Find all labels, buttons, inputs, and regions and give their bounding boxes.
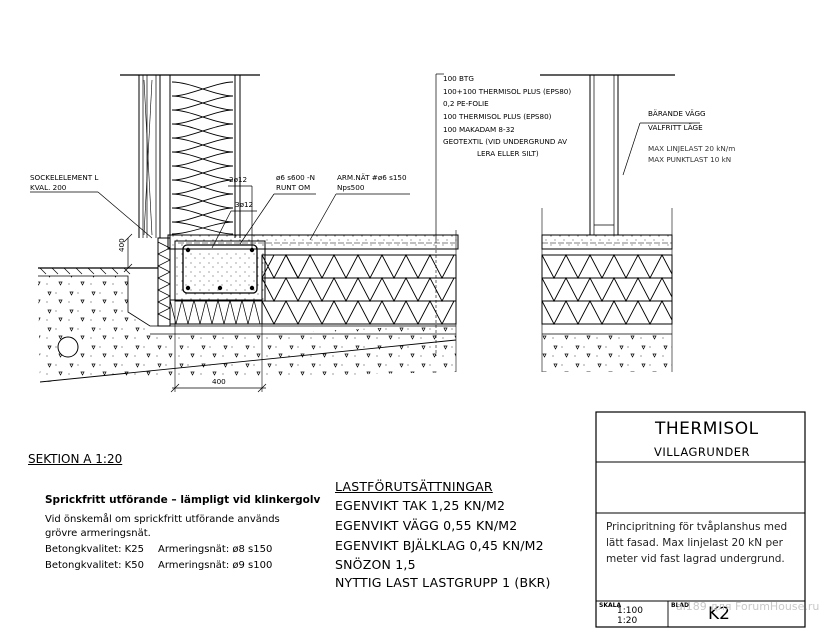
load-item-4: SNÖZON 1,5 bbox=[335, 557, 416, 572]
dim-height-400: 400 bbox=[117, 238, 126, 252]
label-sockel-2: KVAL. 200 bbox=[30, 183, 67, 192]
ground bbox=[38, 230, 457, 383]
layer-legend: 100 BTG 100+100 THERMISOL PLUS (EPS80) 0… bbox=[443, 74, 571, 158]
sheet-number: K2 bbox=[708, 604, 730, 624]
dim-width-400: 400 bbox=[212, 377, 226, 386]
label-stirrup-2: RUNT OM bbox=[276, 183, 310, 192]
label-load-line-2: MAX PUNKTLAST 10 kN bbox=[648, 155, 731, 164]
dimensions: 400 400 bbox=[117, 233, 267, 393]
layer-4: 100 MAKADAM 8-32 bbox=[443, 125, 515, 134]
label-wall-1: BÄRANDE VÄGG bbox=[648, 109, 706, 118]
label-wall-2: VALFRITT LÄGE bbox=[648, 123, 703, 132]
note-row-2-left: Betongkvalitet: K50 bbox=[45, 560, 144, 571]
note-row-2-right: Armeringsnät: ø9 s100 bbox=[158, 560, 273, 571]
load-item-2: EGENVIKT VÄGG 0,55 KN/M2 bbox=[335, 518, 518, 533]
label-stirrup-1: ø6 s600 -N bbox=[276, 173, 315, 182]
label-sockel-1: SOCKELELEMENT L bbox=[30, 173, 98, 182]
label-mesh-2: Nps500 bbox=[337, 183, 365, 192]
title-block-frame bbox=[595, 411, 806, 628]
scale-value-2: 1:20 bbox=[617, 616, 638, 626]
exterior-wall bbox=[120, 74, 260, 238]
watermark: al189 для ForumHouse.ru bbox=[676, 600, 820, 613]
layer-1: 100+100 THERMISOL PLUS (EPS80) bbox=[443, 87, 571, 96]
bearing-wall-detail: BÄRANDE VÄGG VALFRITT LÄGE MAX LINJELAST… bbox=[540, 74, 735, 372]
layer-0: 100 BTG bbox=[443, 74, 474, 83]
title-block-title: THERMISOL bbox=[655, 419, 759, 439]
layer-5: GEOTEXTIL (VID UNDERGRUND AV bbox=[443, 137, 567, 146]
label-bar-2: 2ø12 bbox=[229, 175, 247, 184]
loads-heading: LASTFÖRUTSÄTTNINGAR bbox=[335, 479, 493, 494]
sheet-label: BLAD bbox=[671, 602, 690, 609]
layer-3: 100 THERMISOL PLUS (EPS80) bbox=[443, 112, 552, 121]
note-row-1-left: Betongkvalitet: K25 bbox=[45, 544, 144, 555]
label-bar-3: 3ø12 bbox=[235, 200, 253, 209]
load-item-3: EGENVIKT BJÄLKLAG 0,45 KN/M2 bbox=[335, 538, 544, 553]
scale-value-1: 1:100 bbox=[617, 606, 643, 616]
label-load-line-1: MAX LINJELAST 20 kN/m bbox=[648, 144, 735, 153]
load-item-1: EGENVIKT TAK 1,25 KN/M2 bbox=[335, 498, 506, 513]
label-mesh-1: ARM.NÄT #ø6 s150 bbox=[337, 173, 407, 182]
scale-label: SKALA bbox=[599, 602, 622, 609]
note-heading: Sprickfritt utförande – lämpligt vid kli… bbox=[45, 494, 321, 506]
layer-6: LERA ELLER SILT) bbox=[477, 149, 539, 158]
labels-left: SOCKELELEMENT L KVAL. 200 2ø12 3ø12 ø6 s… bbox=[30, 73, 444, 356]
note-row-1-right: Armeringsnät: ø8 s150 bbox=[158, 544, 273, 555]
foundation-slab bbox=[167, 234, 459, 302]
load-item-5: NYTTIG LAST LASTGRUPP 1 (BKR) bbox=[335, 575, 551, 590]
slab-insulation bbox=[261, 254, 457, 325]
note-body: Vid önskemål om sprickfritt utförande an… bbox=[45, 514, 280, 539]
layer-2: 0,2 PE-FOLIE bbox=[443, 99, 489, 108]
section-title: SEKTION A 1:20 bbox=[28, 452, 123, 466]
title-block-subtitle: VILLAGRUNDER bbox=[654, 445, 751, 459]
title-block-description: Principritning för tvåplanshus med lätt … bbox=[606, 521, 788, 565]
